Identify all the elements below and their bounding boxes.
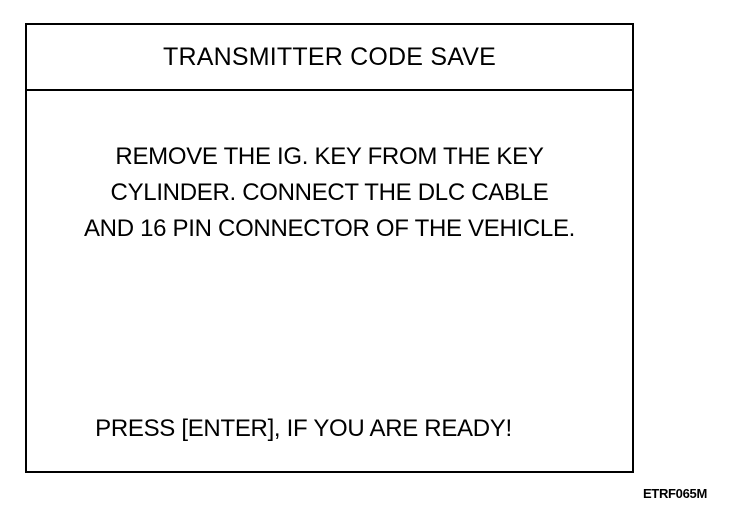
enter-prompt: PRESS [ENTER], IF YOU ARE READY! — [95, 415, 512, 442]
screen-title-bar: TRANSMITTER CODE SAVE — [27, 25, 632, 91]
screen-title: TRANSMITTER CODE SAVE — [163, 42, 496, 71]
instruction-line-3: AND 16 PIN CONNECTOR OF THE VEHICLE. — [83, 215, 576, 242]
scan-tool-screen: TRANSMITTER CODE SAVE REMOVE THE IG. KEY… — [25, 23, 634, 473]
figure-code-label: ETRF065M — [642, 486, 707, 501]
instruction-line-1: REMOVE THE IG. KEY FROM THE KEY — [115, 143, 544, 170]
instruction-line-2: CYLINDER. CONNECT THE DLC CABLE — [110, 179, 549, 206]
instruction-text: REMOVE THE IG. KEY FROM THE KEY CYLINDER… — [27, 139, 632, 247]
